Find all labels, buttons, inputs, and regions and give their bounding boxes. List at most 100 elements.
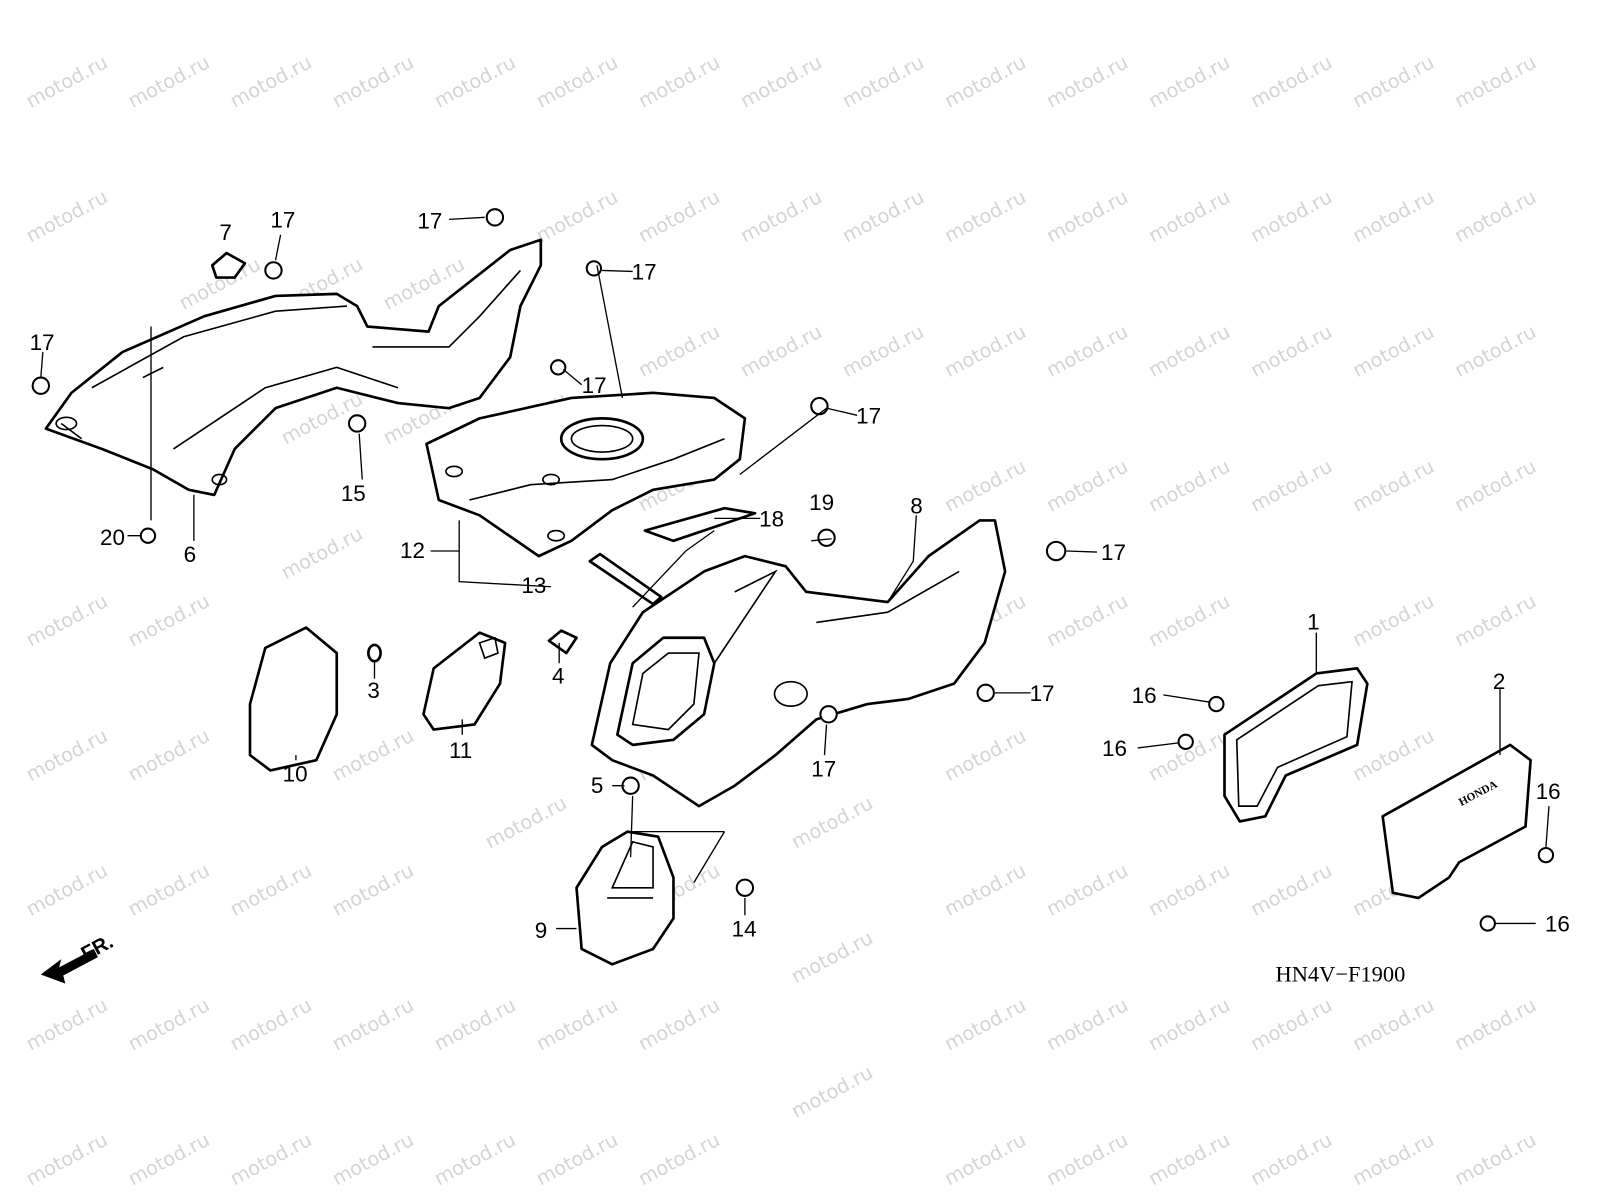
watermark-text: motod.ru bbox=[1349, 51, 1438, 113]
leader-lines bbox=[40, 216, 1550, 930]
callouts: 1 2 3 4 5 6 7 8 9 10 11 12 13 14 15 16 1… bbox=[30, 208, 1570, 943]
diagram-code: HN4V−F1900 bbox=[1276, 962, 1406, 987]
watermark-text: motod.ru bbox=[532, 993, 621, 1055]
part-2-cover-plate[interactable]: HONDA bbox=[1381, 743, 1532, 900]
watermark-text: motod.ru bbox=[1043, 185, 1132, 247]
watermark-text: motod.ru bbox=[328, 51, 417, 113]
watermark-text: motod.ru bbox=[22, 993, 111, 1055]
watermark-text: motod.ru bbox=[1349, 1128, 1438, 1190]
part-18-strap[interactable] bbox=[643, 506, 757, 543]
callout-16[interactable]: 16 bbox=[1536, 779, 1561, 804]
watermark-text: motod.ru bbox=[328, 859, 417, 921]
watermark-text: motod.ru bbox=[1451, 320, 1540, 382]
watermark-text: motod.ru bbox=[1043, 993, 1132, 1055]
watermark-text: motod.ru bbox=[1145, 185, 1234, 247]
watermark-text: motod.ru bbox=[1349, 724, 1438, 786]
part-9-lower-cover[interactable] bbox=[575, 830, 675, 966]
callout-16[interactable]: 16 bbox=[1102, 736, 1127, 761]
watermark-text: motod.ru bbox=[941, 859, 1030, 921]
watermark-text: motod.ru bbox=[430, 1128, 519, 1190]
watermark-text: motod.ru bbox=[1043, 455, 1132, 517]
watermark-text: motod.ru bbox=[1145, 859, 1234, 921]
callout-8[interactable]: 8 bbox=[910, 493, 922, 518]
callout-14[interactable]: 14 bbox=[732, 917, 757, 942]
watermark-text: motod.ru bbox=[328, 724, 417, 786]
callout-9[interactable]: 9 bbox=[535, 918, 547, 943]
callout-17[interactable]: 17 bbox=[1030, 681, 1055, 706]
watermark-text: motod.ru bbox=[328, 993, 417, 1055]
callout-4[interactable]: 4 bbox=[552, 664, 564, 689]
watermark-text: motod.ru bbox=[838, 320, 927, 382]
part-1-gasket[interactable] bbox=[1223, 667, 1369, 823]
watermark-text: motod.ru bbox=[226, 51, 315, 113]
watermark-text: motod.ru bbox=[941, 320, 1030, 382]
watermark-text: motod.ru bbox=[1145, 993, 1234, 1055]
callout-17[interactable]: 17 bbox=[270, 208, 295, 233]
callout-1[interactable]: 1 bbox=[1307, 610, 1319, 635]
callout-19[interactable]: 19 bbox=[809, 490, 834, 515]
part-13-strip[interactable] bbox=[588, 552, 663, 606]
watermark-text: motod.ru bbox=[634, 51, 723, 113]
watermark-text: motod.ru bbox=[532, 1128, 621, 1190]
callout-16[interactable]: 16 bbox=[1545, 912, 1570, 937]
watermark-text: motod.ru bbox=[736, 51, 825, 113]
watermark-text: motod.ru bbox=[1451, 51, 1540, 113]
callout-17[interactable]: 17 bbox=[582, 373, 607, 398]
part-6-side-cover[interactable] bbox=[44, 238, 543, 497]
watermark-text: motod.ru bbox=[838, 185, 927, 247]
watermark-text: motod.ru bbox=[1451, 185, 1540, 247]
watermark-text: motod.ru bbox=[226, 859, 315, 921]
watermark-text: motod.ru bbox=[941, 993, 1030, 1055]
callout-15[interactable]: 15 bbox=[341, 481, 366, 506]
callout-17[interactable]: 17 bbox=[632, 260, 657, 285]
callout-17[interactable]: 17 bbox=[417, 209, 442, 234]
arrow-icon bbox=[40, 948, 98, 984]
watermark-text: motod.ru bbox=[1349, 185, 1438, 247]
watermark-text: motod.ru bbox=[1145, 589, 1234, 651]
watermark-text: motod.ru bbox=[941, 185, 1030, 247]
callout-17[interactable]: 17 bbox=[1101, 540, 1126, 565]
watermark-text: motod.ru bbox=[1145, 455, 1234, 517]
watermark-text: motod.ru bbox=[1247, 185, 1336, 247]
watermark-text: motod.ru bbox=[22, 859, 111, 921]
watermark-text: motod.ru bbox=[1349, 455, 1438, 517]
callout-13[interactable]: 13 bbox=[521, 573, 546, 598]
part-3-nut[interactable] bbox=[367, 643, 382, 663]
part-11-lid[interactable] bbox=[422, 631, 507, 731]
callout-17[interactable]: 17 bbox=[856, 403, 881, 428]
callout-11[interactable]: 11 bbox=[449, 738, 472, 763]
callout-18[interactable]: 18 bbox=[759, 507, 784, 532]
watermark-text: motod.ru bbox=[1451, 589, 1540, 651]
watermark-text: motod.ru bbox=[226, 993, 315, 1055]
watermark-text: motod.ru bbox=[532, 51, 621, 113]
callout-16[interactable]: 16 bbox=[1132, 683, 1157, 708]
callout-10[interactable]: 10 bbox=[283, 762, 308, 787]
watermark-text: motod.ru bbox=[1247, 859, 1336, 921]
callout-17[interactable]: 17 bbox=[30, 330, 55, 355]
part-10-pad[interactable] bbox=[248, 626, 339, 772]
callout-3[interactable]: 3 bbox=[367, 678, 379, 703]
watermark-text: motod.ru bbox=[430, 993, 519, 1055]
callout-20[interactable]: 20 bbox=[100, 525, 125, 550]
watermark-text: motod.ru bbox=[787, 1061, 876, 1123]
callout-17[interactable]: 17 bbox=[811, 757, 836, 782]
part-4-clip[interactable] bbox=[547, 629, 578, 655]
callout-6[interactable]: 6 bbox=[184, 542, 196, 567]
watermark-text: motod.ru bbox=[22, 589, 111, 651]
watermark-text: motod.ru bbox=[634, 1128, 723, 1190]
part-12-center-cover[interactable] bbox=[425, 391, 747, 558]
watermark-text: motod.ru bbox=[787, 926, 876, 988]
watermark-text: motod.ru bbox=[941, 1128, 1030, 1190]
callout-5[interactable]: 5 bbox=[591, 773, 603, 798]
watermark-text: motod.ru bbox=[787, 791, 876, 853]
part-8-side-cover[interactable] bbox=[590, 519, 1007, 808]
callout-12[interactable]: 12 bbox=[400, 538, 425, 563]
watermark-text: motod.ru bbox=[941, 51, 1030, 113]
callout-7[interactable]: 7 bbox=[219, 220, 231, 245]
watermark-text: motod.ru bbox=[1247, 1128, 1336, 1190]
callout-2[interactable]: 2 bbox=[1493, 669, 1505, 694]
watermark-text: motod.ru bbox=[22, 724, 111, 786]
watermark-text: motod.ru bbox=[1247, 455, 1336, 517]
part-7-grommet[interactable] bbox=[210, 251, 247, 279]
